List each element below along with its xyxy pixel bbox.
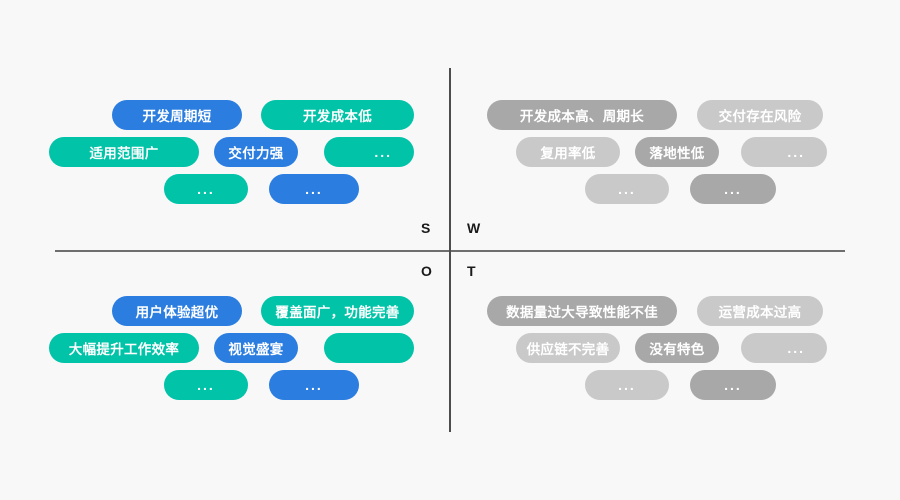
swot-pill-weakness-3[interactable]: 复用率低 bbox=[516, 137, 620, 167]
swot-pill-opportunity-5[interactable] bbox=[324, 333, 414, 363]
swot-pill-threat-1[interactable]: 数据量过大导致性能不佳 bbox=[487, 296, 677, 326]
swot-pill-weakness-1[interactable]: 开发成本高、周期长 bbox=[487, 100, 677, 130]
swot-pill-opportunity-3[interactable]: 大幅提升工作效率 bbox=[49, 333, 199, 363]
swot-pill-strength-3[interactable]: 适用范围广 bbox=[49, 137, 199, 167]
quadrant-label-strengths: S bbox=[421, 220, 431, 236]
swot-pill-weakness-4[interactable]: 落地性低 bbox=[635, 137, 719, 167]
swot-pill-threat-2[interactable]: 运营成本过高 bbox=[697, 296, 823, 326]
swot-pill-opportunity-4[interactable]: 视觉盛宴 bbox=[214, 333, 298, 363]
axis-vertical-divider bbox=[449, 68, 451, 432]
swot-pill-strength-5[interactable]: ... bbox=[324, 137, 414, 167]
quadrant-label-threats: T bbox=[467, 263, 477, 279]
swot-pill-weakness-5[interactable]: ... bbox=[741, 137, 827, 167]
swot-pill-strength-7[interactable]: ... bbox=[269, 174, 359, 204]
swot-pill-weakness-2[interactable]: 交付存在风险 bbox=[697, 100, 823, 130]
swot-pill-threat-4[interactable]: 没有特色 bbox=[635, 333, 719, 363]
swot-pill-strength-4[interactable]: 交付力强 bbox=[214, 137, 298, 167]
quadrant-label-weaknesses: W bbox=[467, 220, 481, 236]
swot-pill-opportunity-7[interactable]: ... bbox=[269, 370, 359, 400]
swot-pill-strength-6[interactable]: ... bbox=[164, 174, 248, 204]
swot-pill-threat-7[interactable]: ... bbox=[690, 370, 776, 400]
swot-pill-weakness-7[interactable]: ... bbox=[690, 174, 776, 204]
swot-pill-threat-6[interactable]: ... bbox=[585, 370, 669, 400]
swot-pill-strength-2[interactable]: 开发成本低 bbox=[261, 100, 414, 130]
quadrant-label-opportunities: O bbox=[421, 263, 433, 279]
swot-pill-weakness-6[interactable]: ... bbox=[585, 174, 669, 204]
swot-pill-strength-1[interactable]: 开发周期短 bbox=[112, 100, 242, 130]
swot-pill-opportunity-2[interactable]: 覆盖面广，功能完善 bbox=[261, 296, 414, 326]
swot-pill-opportunity-1[interactable]: 用户体验超优 bbox=[112, 296, 242, 326]
swot-pill-threat-3[interactable]: 供应链不完善 bbox=[516, 333, 620, 363]
swot-pill-opportunity-6[interactable]: ... bbox=[164, 370, 248, 400]
swot-pill-threat-5[interactable]: ... bbox=[741, 333, 827, 363]
